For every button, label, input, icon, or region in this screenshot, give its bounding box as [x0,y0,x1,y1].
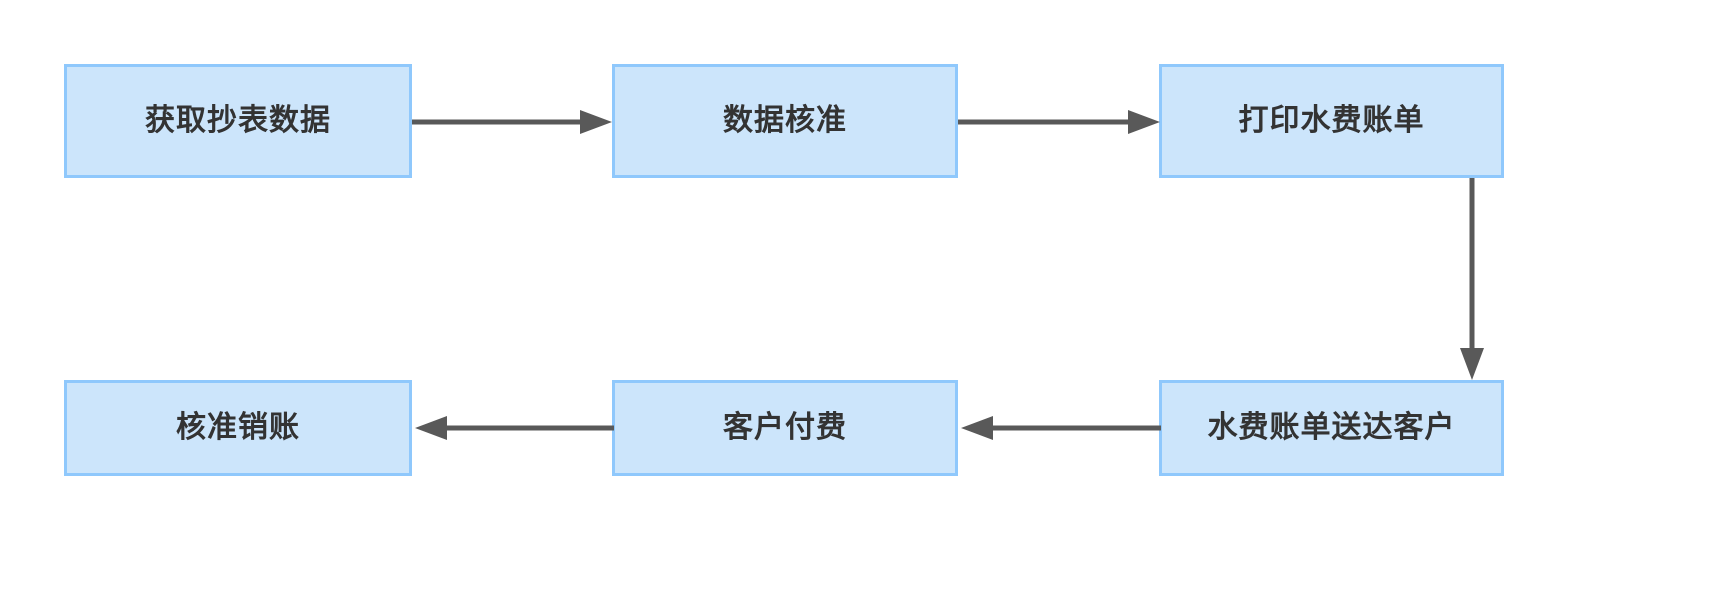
edge-pay-to-settle [410,412,614,444]
node-label: 客户付费 [723,411,847,444]
node-deliver-bill-to-customer[interactable]: 水费账单送达客户 [1159,380,1504,476]
node-label: 打印水费账单 [1238,104,1425,137]
edge-print-to-deliver [1456,178,1488,382]
node-label: 水费账单送达客户 [1207,411,1456,444]
node-data-verification[interactable]: 数据核准 [612,64,958,178]
node-label: 获取抄表数据 [145,104,331,137]
node-verify-settlement[interactable]: 核准销账 [64,380,412,476]
node-print-water-bill[interactable]: 打印水费账单 [1159,64,1504,178]
edge-read-to-verify [412,106,614,138]
node-get-meter-reading-data[interactable]: 获取抄表数据 [64,64,412,178]
edge-verify-to-print [958,106,1162,138]
node-label: 核准销账 [176,411,300,444]
node-customer-payment[interactable]: 客户付费 [612,380,958,476]
node-label: 数据核准 [723,104,847,137]
edge-deliver-to-pay [956,412,1161,444]
